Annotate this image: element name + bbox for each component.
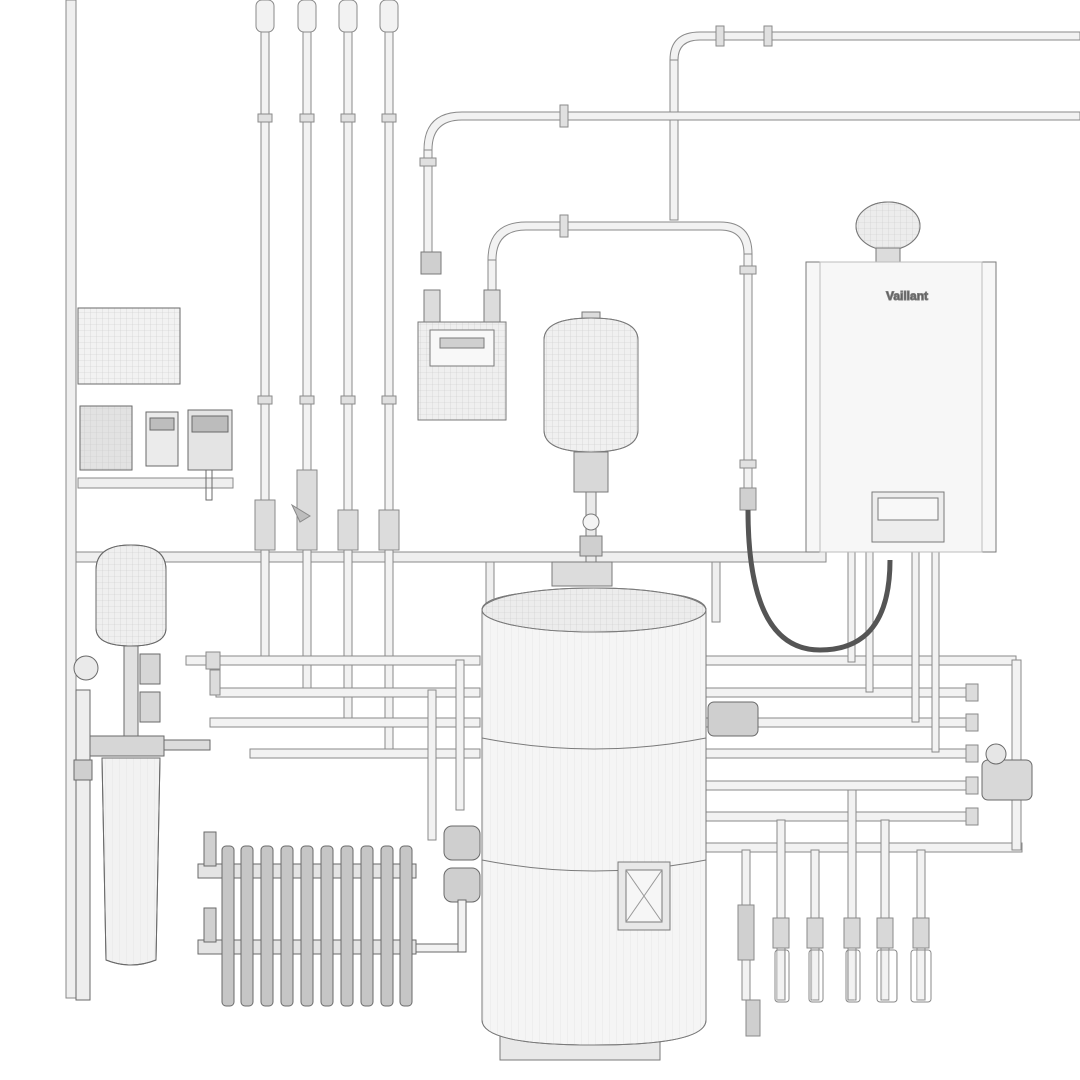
flexible-hose [745,509,893,653]
hot-water-cylinder [481,587,707,1061]
wall-boiler: Vaillant [805,201,997,553]
gas-meter [417,251,507,421]
vertical-risers [254,0,400,757]
wall-frame [65,0,827,999]
water-filter-assembly [73,544,211,1001]
controllers [77,307,233,501]
underfloor-manifold [197,831,467,1007]
branch-drops [737,789,932,1037]
expansion-vessel-main [543,311,639,587]
boiler-brand-label: Vaillant [886,289,928,303]
distribution-pipes-left [185,651,481,841]
